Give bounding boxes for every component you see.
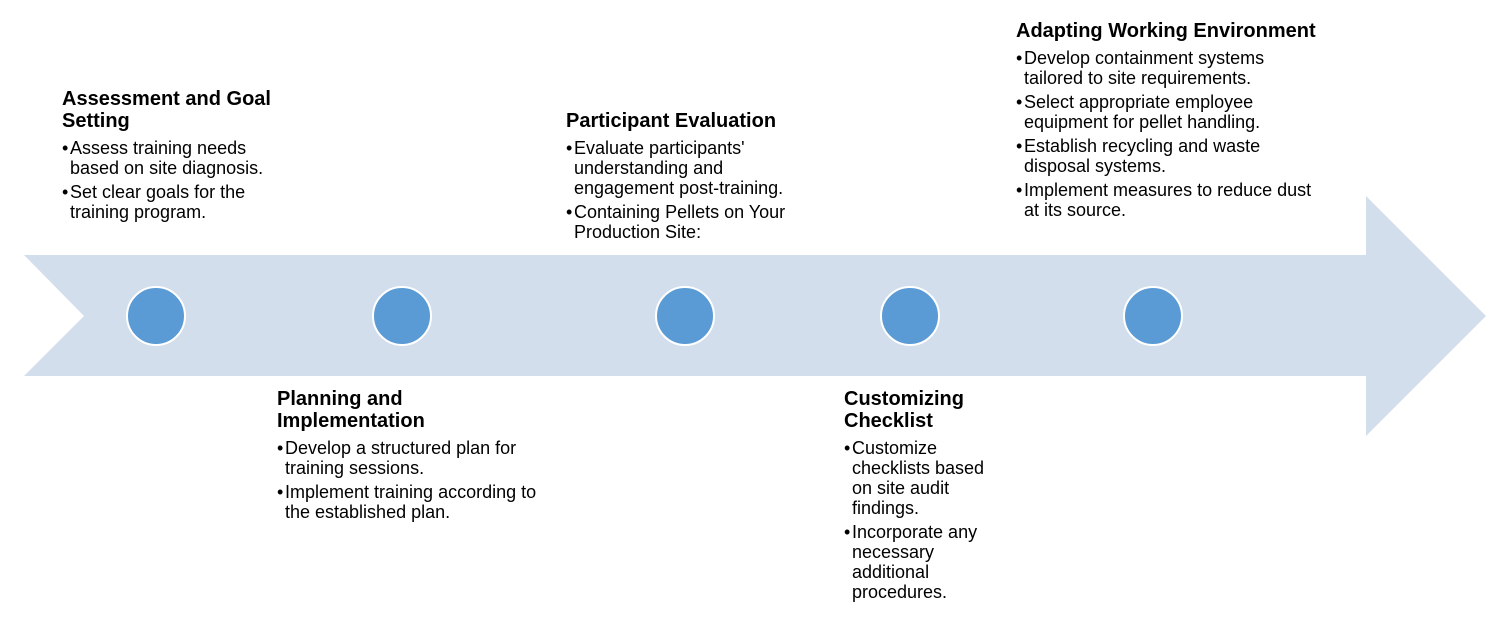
step-bullet-list: •Develop a structured plan for training …: [277, 438, 542, 522]
bullet-dot-icon: •: [844, 522, 851, 542]
bullet-dot-icon: •: [1016, 180, 1023, 200]
bullet-dot-icon: •: [1016, 92, 1023, 112]
timeline-node: [655, 286, 715, 346]
step-title: Assessment and Goal Setting: [62, 88, 271, 132]
step-bullet: •Customize checklists based on site audi…: [844, 438, 1004, 518]
step-bullet-text: Establish recycling and waste disposal s…: [1024, 136, 1261, 176]
bullet-dot-icon: •: [566, 138, 573, 158]
bullet-dot-icon: •: [277, 482, 284, 502]
step-title: Participant Evaluation: [566, 110, 777, 132]
step-bullet-text: Develop containment systems tailored to …: [1024, 48, 1265, 88]
timeline-node: [1123, 286, 1183, 346]
step-bullet-text: Select appropriate employee equipment fo…: [1024, 92, 1261, 132]
step-bullet-list: •Customize checklists based on site audi…: [844, 438, 1004, 602]
bullet-dot-icon: •: [566, 202, 573, 222]
timeline-step-evaluation: Participant Evaluation •Evaluate partici…: [566, 110, 826, 246]
step-bullet: •Evaluate participants' understanding an…: [566, 138, 826, 198]
step-bullet-text: Implement measures to reduce dust at its…: [1024, 180, 1312, 220]
bullet-dot-icon: •: [1016, 48, 1023, 68]
step-bullet: •Set clear goals for the training progra…: [62, 182, 277, 222]
bullet-dot-icon: •: [277, 438, 284, 458]
step-bullet: •Establish recycling and waste disposal …: [1016, 136, 1316, 176]
timeline-step-checklist: Customizing Checklist •Customize checkli…: [844, 388, 1004, 606]
step-bullet-list: •Evaluate participants' understanding an…: [566, 138, 826, 242]
step-bullet: •Implement training according to the est…: [277, 482, 542, 522]
bullet-dot-icon: •: [844, 438, 851, 458]
step-bullet-text: Incorporate any necessary additional pro…: [852, 522, 978, 602]
step-bullet: •Incorporate any necessary additional pr…: [844, 522, 1004, 602]
step-title: Planning and Implementation: [277, 388, 425, 432]
bullet-dot-icon: •: [1016, 136, 1023, 156]
timeline-step-planning: Planning and Implementation •Develop a s…: [277, 388, 542, 526]
step-bullet-text: Develop a structured plan for training s…: [285, 438, 517, 478]
step-bullet: •Develop containment systems tailored to…: [1016, 48, 1316, 88]
step-bullet-text: Containing Pellets on Your Production Si…: [574, 202, 786, 242]
timeline-step-assessment: Assessment and Goal Setting •Assess trai…: [62, 88, 277, 226]
timeline-node: [880, 286, 940, 346]
step-bullet: •Containing Pellets on Your Production S…: [566, 202, 826, 242]
step-title: Adapting Working Environment: [1016, 20, 1316, 42]
timeline-step-environment: Adapting Working Environment •Develop co…: [1016, 20, 1316, 224]
step-bullet-text: Assess training needs based on site diag…: [70, 138, 264, 178]
bullet-dot-icon: •: [62, 138, 69, 158]
step-bullet: •Develop a structured plan for training …: [277, 438, 542, 478]
timeline-arrow-body: [24, 196, 1486, 436]
step-title: Customizing Checklist: [844, 388, 964, 432]
step-bullet: •Implement measures to reduce dust at it…: [1016, 180, 1316, 220]
timeline-node: [126, 286, 186, 346]
step-bullet-text: Customize checklists based on site audit…: [852, 438, 985, 518]
step-bullet-text: Implement training according to the esta…: [285, 482, 537, 522]
timeline-node: [372, 286, 432, 346]
bullet-dot-icon: •: [62, 182, 69, 202]
step-bullet: •Select appropriate employee equipment f…: [1016, 92, 1316, 132]
timeline-nodes: [126, 286, 1183, 346]
step-bullet-list: •Develop containment systems tailored to…: [1016, 48, 1316, 220]
step-bullet: •Assess training needs based on site dia…: [62, 138, 277, 178]
step-bullet-text: Evaluate participants' understanding and…: [574, 138, 784, 198]
step-bullet-text: Set clear goals for the training program…: [70, 182, 246, 222]
step-bullet-list: •Assess training needs based on site dia…: [62, 138, 277, 222]
